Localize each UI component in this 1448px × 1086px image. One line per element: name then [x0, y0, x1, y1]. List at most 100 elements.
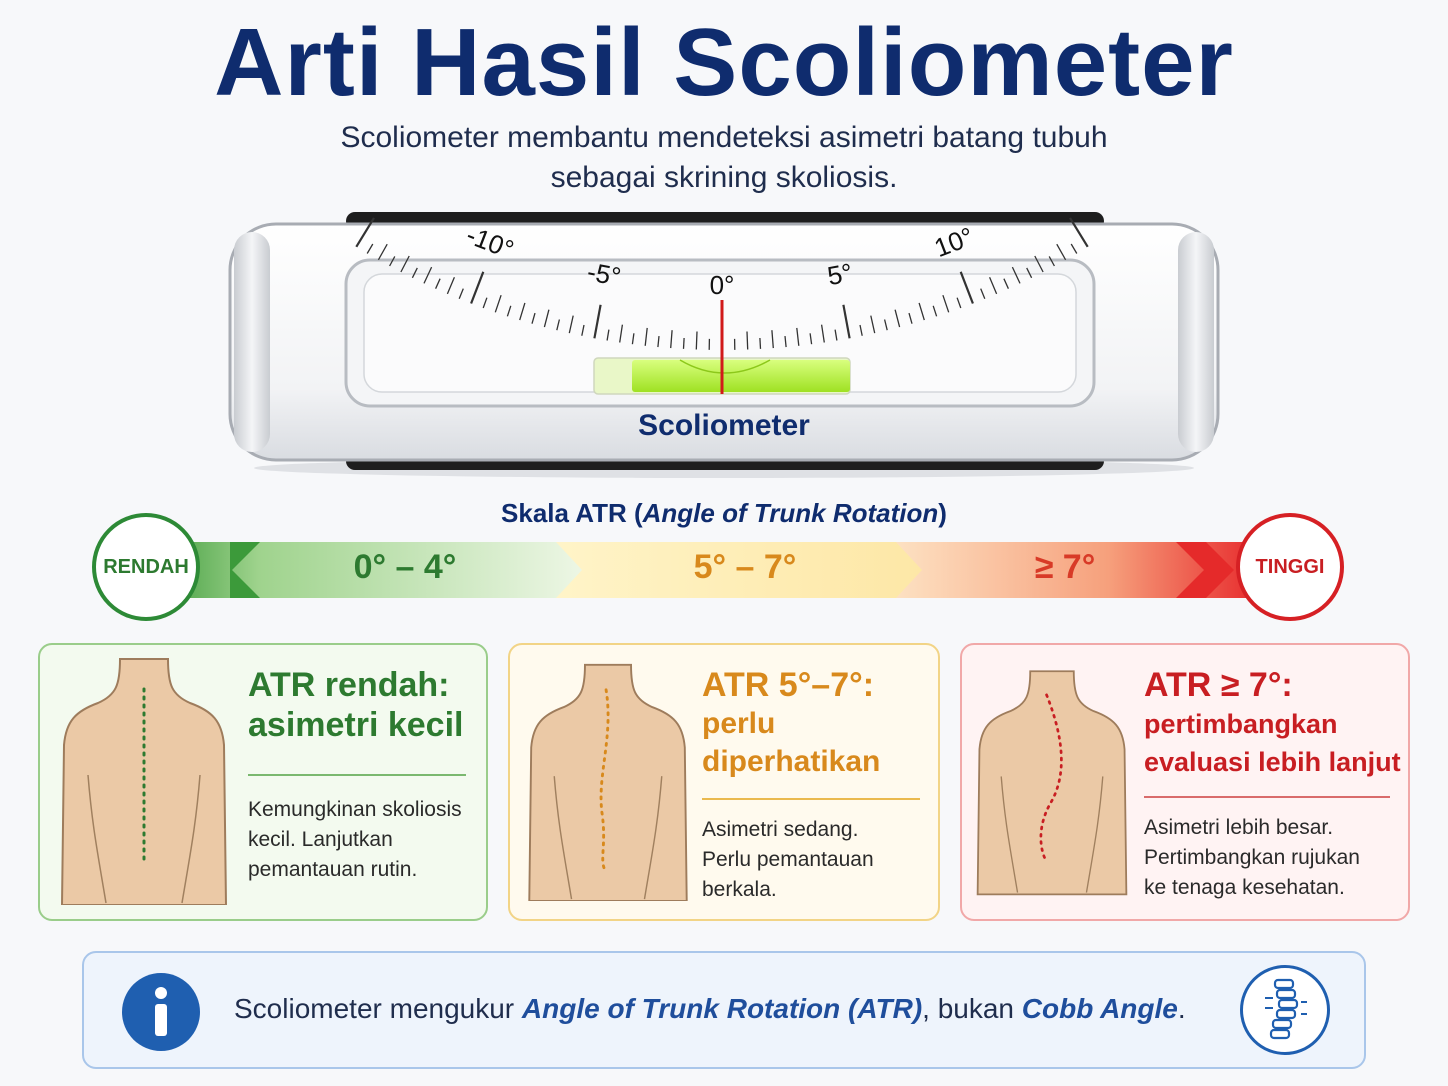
- scale-title-prefix: Skala ATR (: [501, 498, 643, 528]
- level-bubble: [632, 360, 850, 392]
- card-low-title-line-1: ATR rendah:: [248, 666, 450, 704]
- torso-straight-spine-icon: [60, 658, 228, 905]
- minor-tick: [657, 336, 660, 348]
- major-tick: [593, 304, 602, 339]
- minor-tick: [1048, 256, 1055, 267]
- card-low-title-line-2: asimetri kecil: [248, 706, 464, 744]
- minor-tick: [458, 288, 464, 300]
- card-medium-text-line-1: Asimetri sedang.: [702, 818, 859, 841]
- scale-label: -5°: [585, 256, 623, 292]
- segment-low: [150, 542, 586, 598]
- minor-tick: [400, 255, 410, 273]
- card-low-divider: [248, 774, 466, 776]
- minor-tick: [494, 294, 502, 313]
- card-high-atr: ATR ≥ 7°: pertimbangkan evaluasi lebih l…: [960, 643, 1410, 921]
- minor-tick: [366, 243, 374, 254]
- device-label: Scoliometer: [638, 409, 810, 442]
- card-medium-text: Asimetri sedang. Perlu pemantauan berkal…: [702, 815, 874, 905]
- card-medium-title-line-1: ATR 5°–7°:: [702, 666, 875, 704]
- card-low-atr: ATR rendah: asimetri kecil Kemungkinan s…: [38, 643, 488, 921]
- minor-tick: [1070, 243, 1078, 254]
- minor-tick: [446, 277, 455, 295]
- minor-tick: [423, 266, 433, 284]
- major-tick: [1069, 217, 1089, 248]
- minor-tick: [1056, 243, 1067, 261]
- card-medium-atr: ATR 5°–7°: perlu diperhatikan Asimetri s…: [508, 643, 940, 921]
- torso-mild-curve-icon: [528, 663, 688, 901]
- high-end-marker: TINGGI: [1236, 513, 1344, 621]
- minor-tick: [989, 277, 998, 295]
- minor-tick: [568, 315, 574, 334]
- card-medium-title-line-3: diperhatikan: [702, 745, 881, 778]
- minor-tick: [389, 256, 396, 267]
- card-high-title-line-1: ATR ≥ 7°:: [1144, 666, 1293, 704]
- minor-tick: [519, 302, 526, 321]
- minor-tick: [506, 305, 512, 317]
- segment-high: [896, 542, 1250, 598]
- card-medium-text-line-3: berkala.: [702, 878, 777, 901]
- atr-scale-bar: [150, 542, 1250, 598]
- minor-tick: [820, 324, 825, 343]
- minor-tick: [581, 324, 585, 336]
- scale-label: 0°: [710, 270, 735, 300]
- minor-tick: [771, 330, 774, 349]
- minor-tick: [894, 309, 901, 328]
- low-end-marker: RENDAH: [92, 513, 200, 621]
- info-icon: [122, 973, 200, 1051]
- card-high-title-line-2: pertimbangkan: [1144, 709, 1338, 739]
- subtitle-line-1: Scoliometer membantu mendeteksi asimetri…: [340, 121, 1108, 154]
- card-low-text: Kemungkinan skoliosis kecil. Lanjutkan p…: [248, 795, 462, 885]
- minor-tick: [942, 294, 950, 313]
- major-tick: [355, 217, 375, 248]
- minor-tick: [606, 329, 610, 341]
- card-high-text-line-1: Asimetri lebih besar.: [1144, 816, 1334, 839]
- card-low-text-line-3: pemantauan rutin.: [248, 858, 418, 881]
- info-note: Scoliometer mengukur Angle of Trunk Rota…: [82, 951, 1366, 1069]
- info-text-3: .: [1177, 993, 1186, 1024]
- card-medium-title-line-2: perlu: [702, 707, 776, 740]
- card-low-text-line-2: kecil. Lanjutkan: [248, 828, 393, 851]
- minor-tick: [918, 302, 925, 321]
- minor-tick: [784, 336, 787, 348]
- segment-medium-label: 5° – 7°: [693, 548, 797, 586]
- minor-tick: [980, 288, 986, 300]
- page-subtitle: Scoliometer membantu mendeteksi asimetri…: [0, 118, 1448, 198]
- minor-tick: [746, 331, 749, 350]
- card-medium-divider: [702, 798, 920, 800]
- info-emphasis-cobb: Cobb Angle: [1021, 993, 1178, 1024]
- scoliometer-device: -15°-10°-5°0°5°10°15° Scoliometer: [228, 210, 1220, 478]
- card-high-text-line-2: Pertimbangkan rujukan: [1144, 846, 1360, 869]
- scale-title-italic: Angle of Trunk Rotation: [642, 498, 939, 528]
- major-tick: [842, 304, 851, 339]
- scale-title-suffix: ): [938, 498, 947, 528]
- segment-low-label: 0° – 4°: [353, 548, 457, 586]
- info-emphasis-atr: Angle of Trunk Rotation (ATR): [521, 993, 923, 1024]
- right-end-cap: [1178, 232, 1214, 452]
- minor-tick: [543, 309, 550, 328]
- minor-tick: [809, 333, 813, 345]
- torso-strong-curve-icon: [976, 670, 1128, 896]
- info-text-1: Scoliometer mengukur: [234, 993, 522, 1024]
- minor-tick: [859, 324, 863, 336]
- major-tick: [470, 271, 485, 304]
- minor-tick: [908, 312, 913, 324]
- scale-label: 5°: [825, 257, 855, 291]
- minor-tick: [482, 297, 488, 309]
- minor-tick: [1034, 255, 1044, 273]
- segment-medium: [556, 542, 924, 598]
- card-high-divider: [1144, 796, 1390, 798]
- minor-tick: [759, 337, 762, 349]
- info-text-2: , bukan: [922, 993, 1022, 1024]
- card-high-text: Asimetri lebih besar. Pertimbangkan ruju…: [1144, 813, 1360, 903]
- scale-title: Skala ATR (Angle of Trunk Rotation): [0, 498, 1448, 529]
- minor-tick: [870, 315, 876, 334]
- minor-tick: [1003, 278, 1009, 289]
- card-high-title: ATR ≥ 7°: pertimbangkan evaluasi lebih l…: [1144, 665, 1401, 781]
- spine-icon: [1240, 965, 1330, 1055]
- minor-tick: [556, 319, 561, 331]
- card-high-title-line-3: evaluasi lebih lanjut: [1144, 747, 1401, 777]
- minor-tick: [435, 278, 441, 289]
- minor-tick: [670, 330, 673, 349]
- info-text: Scoliometer mengukur Angle of Trunk Rota…: [234, 993, 1186, 1025]
- minor-tick: [1026, 267, 1033, 279]
